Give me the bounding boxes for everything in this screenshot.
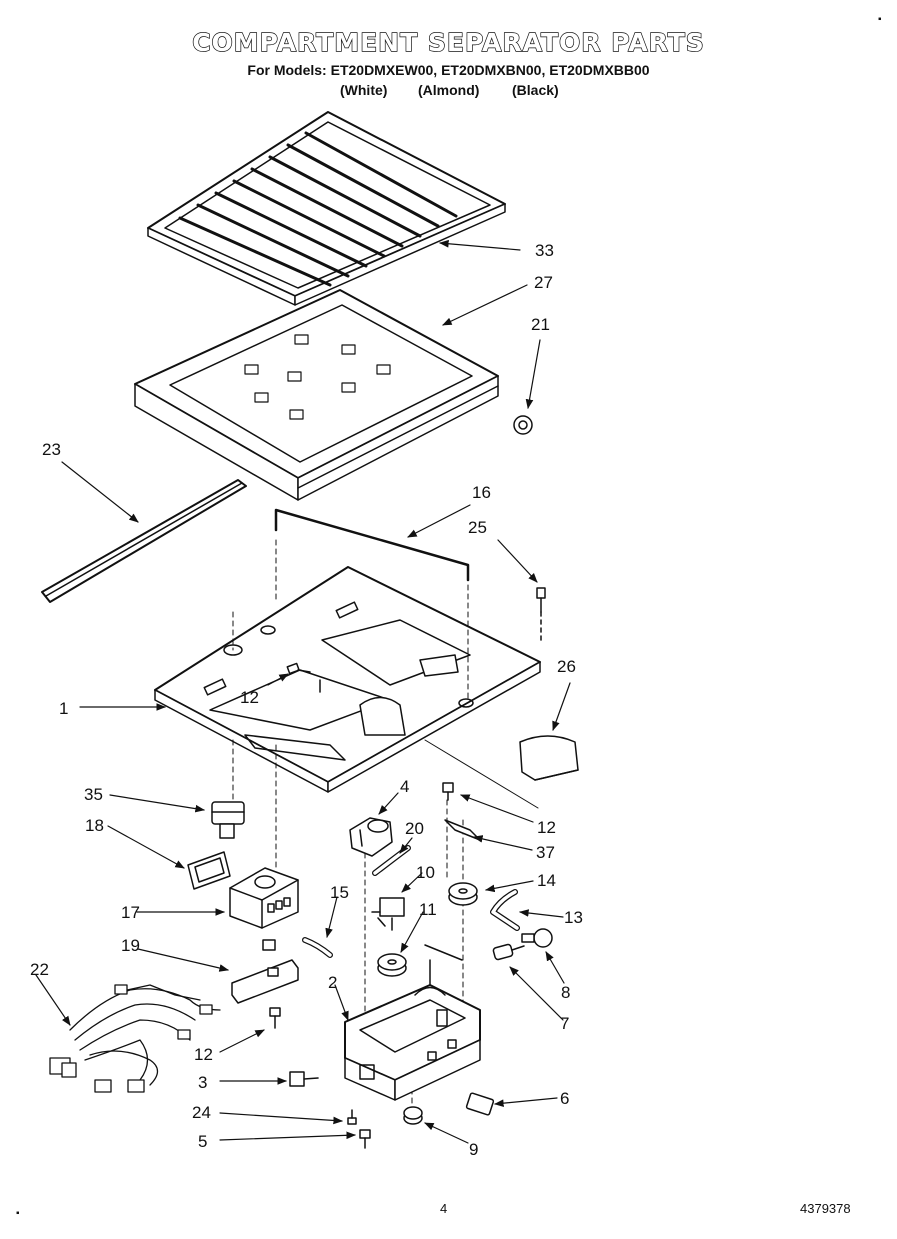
callout-7: 7 (560, 1014, 569, 1033)
callout-22: 22 (30, 960, 49, 979)
screw-part-12-upper (286, 662, 321, 693)
separator-frame-part (134, 289, 499, 501)
callout-3: 3 (198, 1073, 207, 1092)
bezel-part-18 (187, 851, 231, 890)
callout-19: 19 (121, 936, 140, 955)
callout-14: 14 (537, 871, 556, 890)
tube-part-13 (490, 889, 520, 931)
color-almond: (Almond) (418, 82, 480, 98)
callout-12-right: 12 (537, 818, 556, 837)
grommet-part-14 (448, 882, 478, 906)
document-number: 4379378 (800, 1201, 851, 1216)
screw-part-24 (347, 1109, 357, 1125)
tube-part-15 (302, 937, 333, 958)
callout-37: 37 (536, 843, 555, 862)
clip-part-3 (289, 1071, 319, 1087)
trim-strip-part (41, 479, 247, 603)
callout-4: 4 (400, 777, 409, 796)
callout-9: 9 (469, 1140, 478, 1159)
callout-12-lower: 12 (194, 1045, 213, 1064)
callout-16: 16 (472, 483, 491, 502)
callout-25: 25 (468, 518, 487, 537)
callout-1: 1 (59, 699, 68, 718)
shelf-grille-part (147, 111, 506, 306)
callout-18: 18 (85, 816, 104, 835)
callout-12-upper: 12 (240, 688, 259, 707)
damper-rod-part (274, 508, 470, 582)
corner-mark-bottom: ▪ (16, 1208, 20, 1219)
screw-part-12-lower (269, 1007, 281, 1029)
page-title: COMPARTMENT SEPARATOR PARTS (191, 27, 705, 57)
callout-23: 23 (42, 440, 61, 459)
control-housing-part (229, 867, 299, 929)
callout-15: 15 (330, 883, 349, 902)
screw-part-5 (359, 1129, 371, 1149)
corner-mark-top: ▪ (878, 14, 882, 25)
thermostat-part-10 (371, 897, 405, 931)
callout-8: 8 (561, 983, 570, 1002)
color-black: (Black) (512, 82, 559, 98)
callout-24: 24 (192, 1103, 211, 1122)
callout-6: 6 (560, 1089, 569, 1108)
screw-part-25 (536, 587, 546, 641)
lamp-part-8 (521, 928, 553, 948)
model-list: For Models: ET20DMXEW00, ET20DMXBN00, ET… (247, 62, 650, 78)
callout-33: 33 (535, 241, 554, 260)
tube-part-20 (372, 845, 411, 876)
callout-13: 13 (564, 908, 583, 927)
callout-10: 10 (416, 863, 435, 882)
callout-11: 11 (419, 900, 437, 919)
callout-27: 27 (534, 273, 553, 292)
callout-20: 20 (405, 819, 424, 838)
page-number: 4 (440, 1201, 448, 1216)
callout-35: 35 (84, 785, 103, 804)
callout-17: 17 (121, 903, 140, 922)
wire-harness-part (49, 984, 221, 1093)
nut-part-9 (403, 1106, 423, 1125)
color-white: (White) (340, 82, 388, 98)
knob-part-11 (377, 953, 407, 977)
cover-part-26 (519, 735, 579, 781)
callout-26: 26 (557, 657, 576, 676)
knob-part-35 (211, 801, 245, 839)
callout-2: 2 (328, 973, 337, 992)
control-box-part (344, 944, 481, 1101)
callout-21: 21 (531, 315, 550, 334)
socket-part-7 (492, 943, 525, 961)
damper-part-4 (349, 817, 393, 857)
separator-panel-part (154, 566, 541, 793)
screw-part-12-right (442, 782, 454, 801)
switch-part-6 (465, 1092, 495, 1116)
clip-part-21 (513, 415, 533, 435)
callout-5: 5 (198, 1132, 207, 1151)
bracket-part-19 (231, 939, 299, 1004)
